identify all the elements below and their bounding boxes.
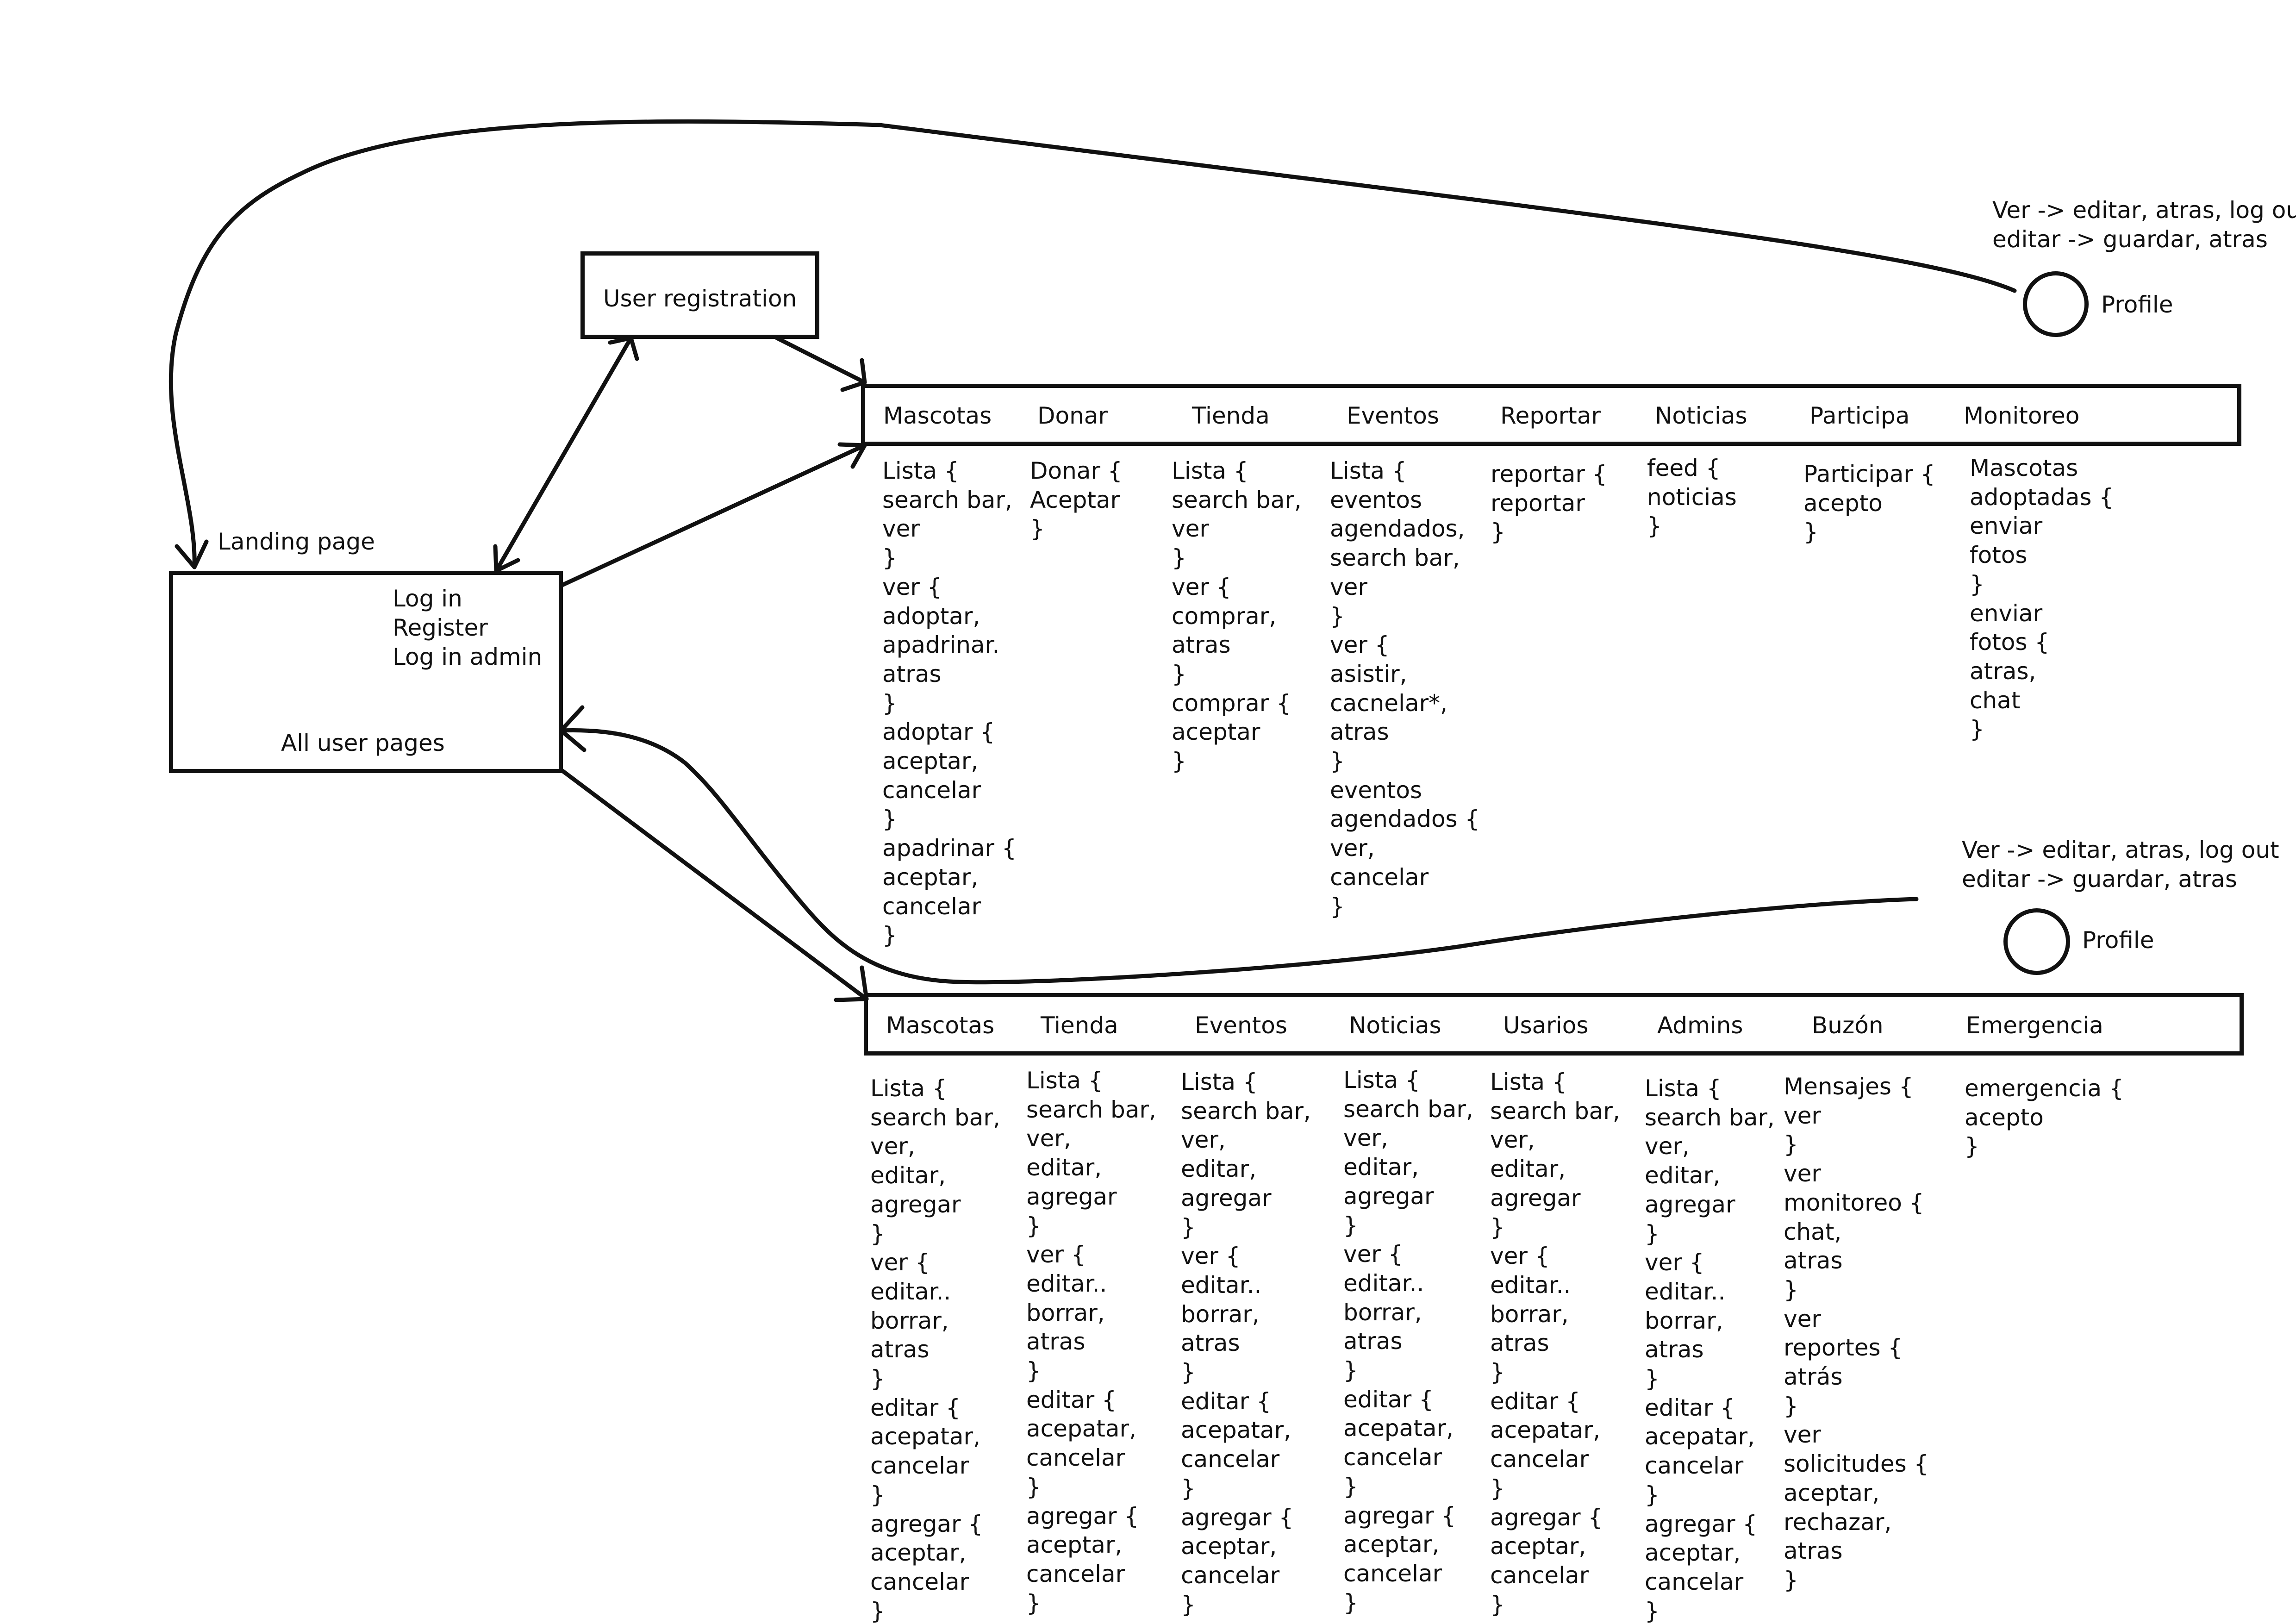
admin-column-admins: Lista { search bar, ver, editar, agregar… <box>1645 1075 1775 1624</box>
user-column-reportar: reportar { reportar } <box>1491 461 1607 546</box>
user-column-mascotas: Lista { search bar, ver } ver { adoptar,… <box>882 457 1017 949</box>
connector-admin-profile-to-landing <box>559 728 1919 985</box>
admin-column-usarios: Lista { search bar, ver, editar, agregar… <box>1490 1068 1620 1618</box>
user-menu-bar <box>861 384 2241 446</box>
admin-column-tienda: Lista { search bar, ver, editar, agregar… <box>1026 1067 1156 1617</box>
admin-column-mascotas: Lista { search bar, ver, editar, agregar… <box>870 1075 1000 1624</box>
admin-menu-bar <box>864 993 2244 1056</box>
arrowhead-landing <box>175 539 209 569</box>
admin-profile-label: Profile <box>2082 927 2154 954</box>
user-column-noticias: feed { noticias } <box>1647 455 1737 540</box>
user-profile-notes: Ver -> editar, atras, log out editar -> … <box>1992 197 2296 253</box>
user-column-monitoreo: Mascotas adoptadas { enviar fotos } envi… <box>1970 455 2114 743</box>
admin-tab-tienda[interactable]: Tienda <box>1041 1012 1118 1039</box>
user-tab-participa[interactable]: Participa <box>1809 402 1910 429</box>
landing-page-title: Landing page <box>218 528 375 555</box>
connector-profile-to-landing <box>168 119 2017 569</box>
user-column-tienda: Lista { search bar, ver } ver { comprar,… <box>1172 457 1302 775</box>
admin-column-eventos: Lista { search bar, ver, editar, agregar… <box>1181 1068 1311 1618</box>
admin-tab-admins[interactable]: Admins <box>1657 1012 1743 1039</box>
user-tab-reportar[interactable]: Reportar <box>1500 402 1601 429</box>
admin-tab-emergencia[interactable]: Emergencia <box>1966 1012 2103 1039</box>
landing-page-box[interactable] <box>169 571 563 773</box>
user-column-donar: Donar { Aceptar } <box>1030 457 1123 543</box>
user-tab-eventos[interactable]: Eventos <box>1347 402 1439 429</box>
connector-registration-landing <box>494 336 633 573</box>
user-tab-noticias[interactable]: Noticias <box>1655 402 1747 429</box>
admin-tab-usarios[interactable]: Usarios <box>1503 1012 1589 1039</box>
user-tab-monitoreo[interactable]: Monitoreo <box>1964 402 2080 429</box>
admin-profile-notes: Ver -> editar, atras, log out editar -> … <box>1962 837 2279 893</box>
admin-column-emergencia: emergencia { acepto } <box>1965 1075 2124 1160</box>
landing-page-links[interactable]: Log in Register Log in admin <box>393 585 543 670</box>
admin-tab-mascotas[interactable]: Mascotas <box>886 1012 995 1039</box>
connector-landing-to-user-menu <box>559 443 867 588</box>
connector-registration-to-user-menu <box>774 336 867 385</box>
user-tab-tienda[interactable]: Tienda <box>1192 402 1270 429</box>
admin-tab-eventos[interactable]: Eventos <box>1195 1012 1287 1039</box>
admin-column-buzon: Mensajes { ver } ver monitoreo { chat, a… <box>1784 1073 1929 1593</box>
user-column-participa: Participar { acepto } <box>1803 461 1935 546</box>
user-profile-label: Profile <box>2101 291 2173 318</box>
user-tab-mascotas[interactable]: Mascotas <box>883 402 992 429</box>
admin-tab-noticias[interactable]: Noticias <box>1349 1012 1441 1039</box>
connector-landing-to-admin-menu <box>560 768 869 1001</box>
user-column-eventos: Lista { eventos agendados, search bar, v… <box>1330 457 1480 920</box>
user-registration-label: User registration <box>603 285 797 312</box>
admin-tab-buzon[interactable]: Buzón <box>1812 1012 1884 1039</box>
all-user-pages-label: All user pages <box>281 730 445 756</box>
admin-column-noticias: Lista { search bar, ver, editar, agregar… <box>1343 1067 1473 1616</box>
user-profile-avatar[interactable] <box>2023 271 2089 337</box>
admin-profile-avatar[interactable] <box>2003 908 2070 975</box>
arrowhead-user-menu-top <box>840 358 867 392</box>
user-registration-box[interactable] <box>580 251 819 339</box>
user-tab-donar[interactable]: Donar <box>1037 402 1108 429</box>
